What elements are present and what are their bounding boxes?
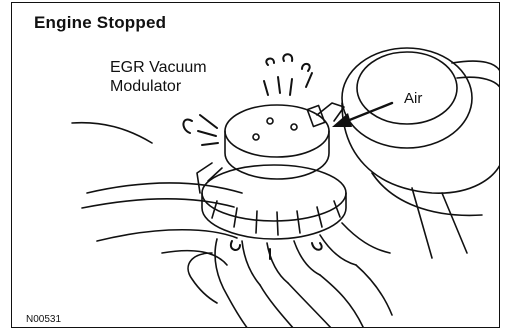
label-line-1: EGR Vacuum — [110, 58, 207, 77]
air-puffs-left — [183, 115, 218, 145]
egr-modulator-illustration — [12, 3, 500, 328]
figure-title: Engine Stopped — [34, 13, 166, 33]
modulator-body — [197, 103, 346, 239]
air-label: Air — [404, 90, 422, 107]
figure-id: N00531 — [26, 314, 61, 325]
label-line-2: Modulator — [110, 77, 207, 96]
egr-vacuum-modulator-label: EGR Vacuum Modulator — [110, 58, 207, 96]
figure-frame: Engine Stopped EGR Vacuum Modulator Air … — [11, 2, 500, 328]
housing-right — [342, 48, 500, 258]
air-puffs-top — [264, 54, 312, 95]
